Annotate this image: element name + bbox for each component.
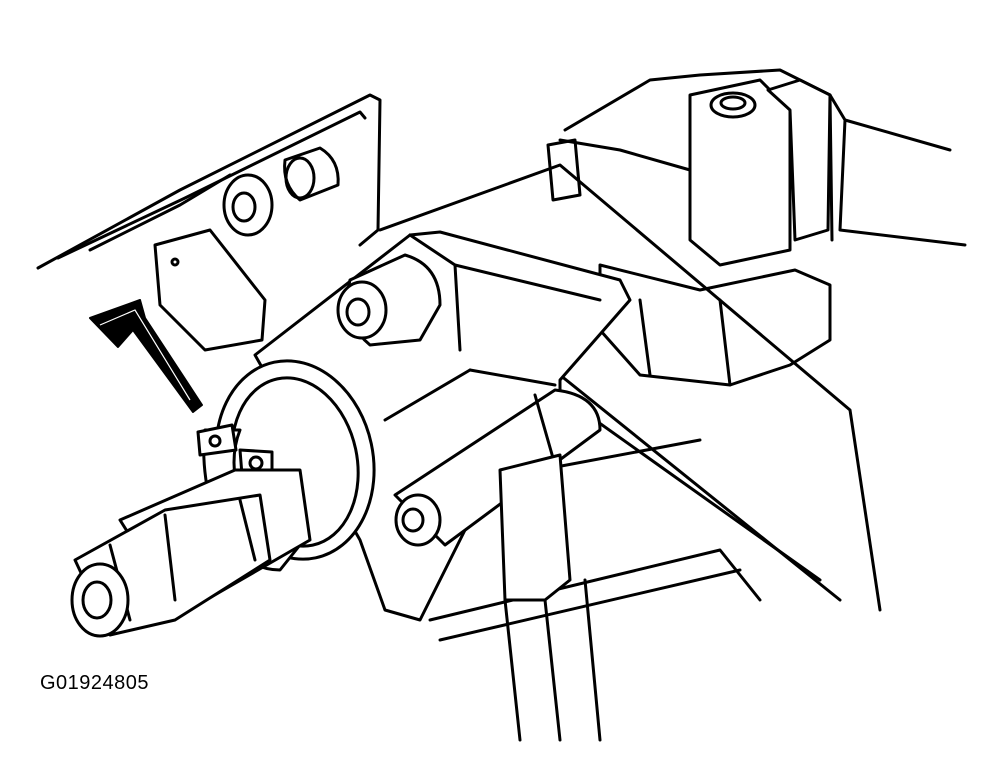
casting-arm <box>598 263 832 387</box>
steering-shaft <box>70 468 312 638</box>
mounting-tab <box>153 228 267 352</box>
figure-id-label: G01924805 <box>40 672 150 694</box>
upper-bracket <box>36 93 382 270</box>
lower-boss <box>393 388 602 602</box>
upper-right-casting <box>546 68 967 267</box>
base-rails <box>378 163 882 742</box>
upper-boss <box>336 253 442 347</box>
arrow-pointer-icon <box>89 299 203 413</box>
